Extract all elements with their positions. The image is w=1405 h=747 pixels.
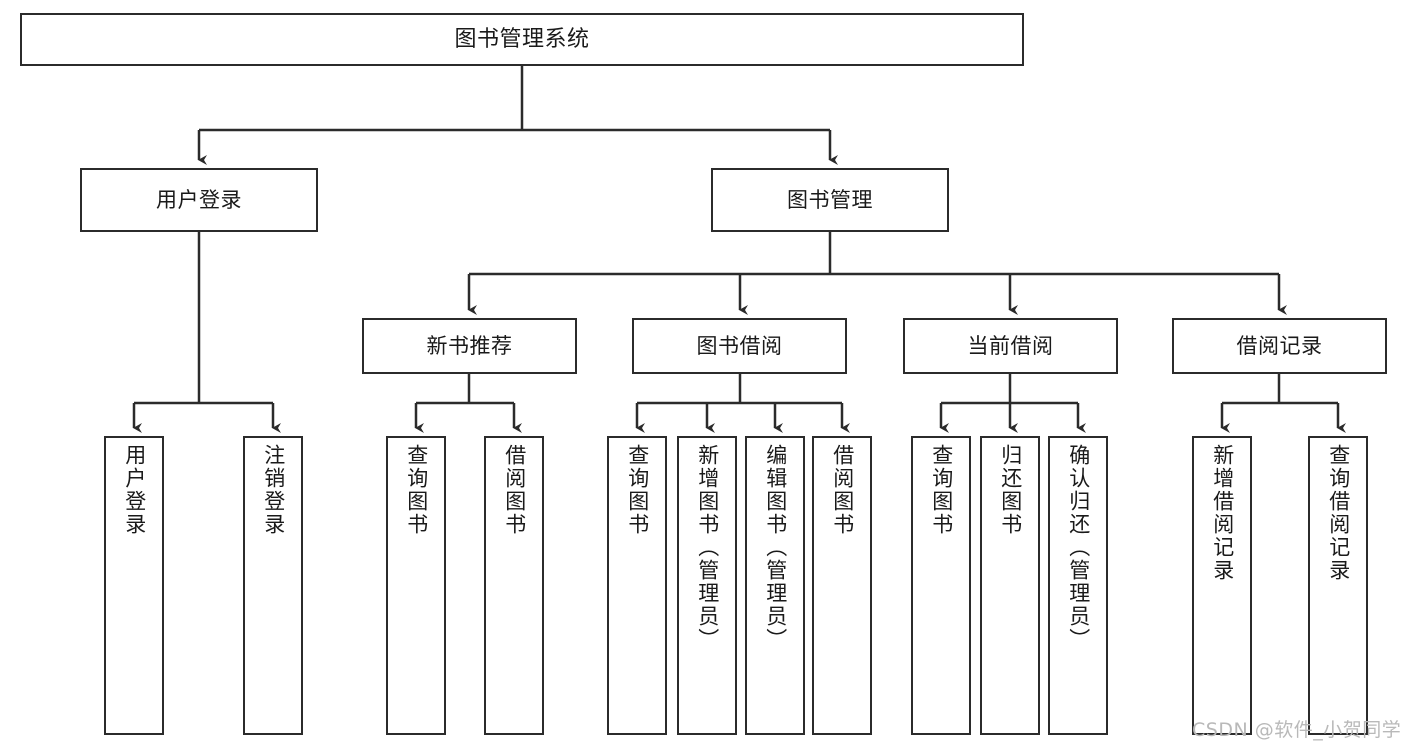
node-label: 用户登录	[122, 444, 147, 536]
node-label: 编辑图书（管理员）	[763, 444, 788, 651]
leaf-query-borrow-record[interactable]: 查询借阅记录	[1308, 436, 1368, 735]
node-label: 查询图书	[404, 444, 429, 536]
node-label: 注销登录	[261, 444, 286, 536]
node-book-management[interactable]: 图书管理	[711, 168, 949, 232]
node-root-book-management-system[interactable]: 图书管理系统	[20, 13, 1024, 66]
node-label: 新增借阅记录	[1210, 444, 1235, 582]
node-label: 借阅记录	[1236, 333, 1323, 358]
leaf-borrow-book-newbook[interactable]: 借阅图书	[484, 436, 544, 735]
leaf-borrow-book-borrow[interactable]: 借阅图书	[812, 436, 872, 735]
node-label: 查询图书	[929, 444, 954, 536]
node-label: 图书借阅	[696, 333, 783, 358]
node-label: 查询借阅记录	[1326, 444, 1351, 582]
leaf-query-book-newbook[interactable]: 查询图书	[386, 436, 446, 735]
leaf-query-book-current[interactable]: 查询图书	[911, 436, 971, 735]
leaf-user-login[interactable]: 用户登录	[104, 436, 164, 735]
leaf-edit-book-admin[interactable]: 编辑图书（管理员）	[745, 436, 805, 735]
node-label: 借阅图书	[830, 444, 855, 536]
node-label: 图书管理系统	[454, 26, 590, 52]
node-label: 当前借阅	[967, 333, 1054, 358]
node-label: 借阅图书	[502, 444, 527, 536]
node-user-login[interactable]: 用户登录	[80, 168, 318, 232]
node-label: 用户登录	[156, 187, 242, 212]
node-label: 新增图书（管理员）	[695, 444, 720, 651]
node-book-borrow[interactable]: 图书借阅	[632, 318, 847, 374]
node-label: 归还图书	[998, 444, 1023, 536]
node-label: 新书推荐	[426, 333, 513, 358]
node-label: 图书管理	[787, 187, 873, 212]
node-borrow-record[interactable]: 借阅记录	[1172, 318, 1387, 374]
leaf-query-book-borrow[interactable]: 查询图书	[607, 436, 667, 735]
node-label: 查询图书	[625, 444, 650, 536]
node-label: 确认归还（管理员）	[1066, 444, 1091, 651]
leaf-add-book-admin[interactable]: 新增图书（管理员）	[677, 436, 737, 735]
node-new-book-recommend[interactable]: 新书推荐	[362, 318, 577, 374]
node-current-borrow[interactable]: 当前借阅	[903, 318, 1118, 374]
leaf-confirm-return-admin[interactable]: 确认归还（管理员）	[1048, 436, 1108, 735]
leaf-logout[interactable]: 注销登录	[243, 436, 303, 735]
leaf-return-book[interactable]: 归还图书	[980, 436, 1040, 735]
leaf-add-borrow-record[interactable]: 新增借阅记录	[1192, 436, 1252, 735]
